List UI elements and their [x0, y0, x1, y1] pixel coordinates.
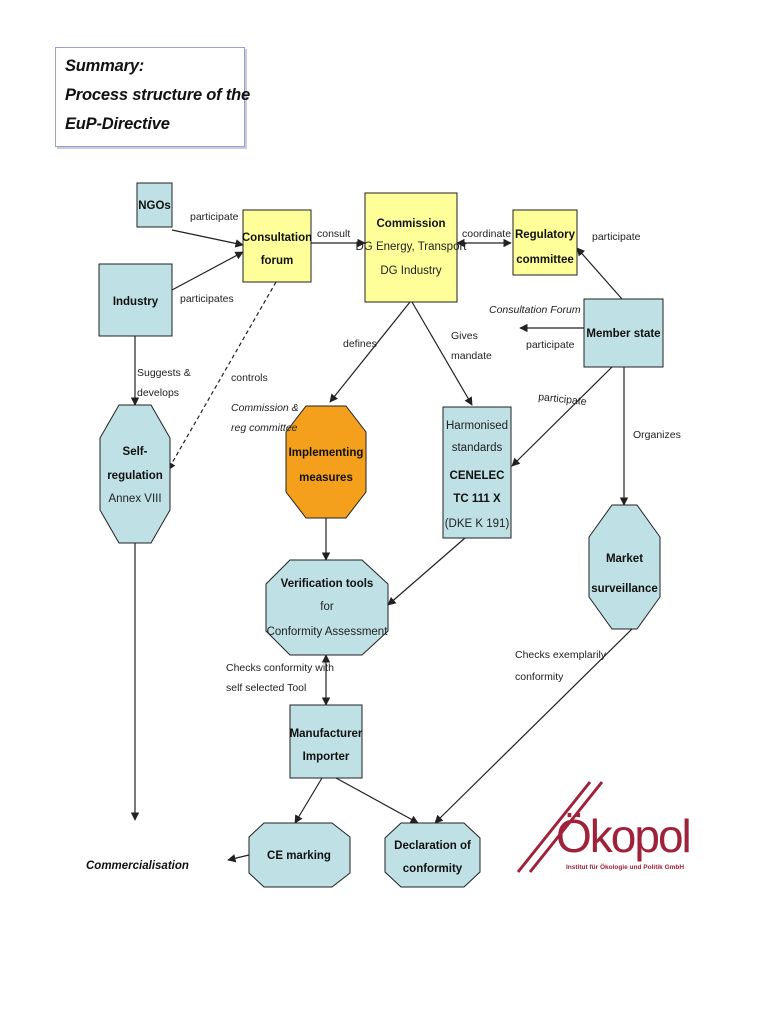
- verification-label-2: for: [320, 601, 334, 613]
- label-organizes: Organizes: [633, 429, 681, 441]
- label-defines: defines: [343, 338, 377, 350]
- verification-label-1: Verification tools: [281, 578, 374, 590]
- standards-label-4: TC 111 X: [453, 493, 501, 505]
- label-suggests-2: develops: [137, 387, 179, 399]
- commission-label-1: Commission: [376, 218, 445, 230]
- okopol-logo: Ökopol Institut für Ökologie und Politik…: [516, 781, 692, 873]
- title-line-2: Process structure of the: [65, 86, 251, 104]
- edge-forum-selfreg: [167, 281, 277, 471]
- label-consultation-forum: Consultation Forum: [489, 304, 581, 316]
- node-regulatory-committee: Regulatory committee: [512, 209, 578, 276]
- market-label-2: surveillance: [591, 583, 657, 595]
- node-implementing-measures: Implementing measures: [285, 405, 367, 519]
- industry-label: Industry: [113, 296, 159, 308]
- manufacturer-label-2: Importer: [303, 751, 350, 763]
- member-state-label: Member state: [586, 328, 660, 340]
- verification-label-3: Conformity Assessment: [267, 626, 389, 638]
- logo-wordmark: Ökopol: [556, 810, 690, 862]
- regulatory-label-2: committee: [516, 254, 574, 266]
- regulatory-label-1: Regulatory: [515, 229, 576, 241]
- label-consult: consult: [317, 228, 350, 240]
- node-verification-tools: Verification tools for Conformity Assess…: [265, 559, 389, 656]
- edge-member-standards: [511, 366, 613, 467]
- label-commission-reg-2: reg committee: [231, 422, 298, 434]
- node-ngos: NGOs: [136, 182, 173, 228]
- title-box: Summary: Process structure of the EuP-Di…: [55, 47, 250, 147]
- logo-subtitle: Institut für Ökologie und Politik GmbH: [566, 862, 684, 871]
- node-ce-marking: CE marking: [248, 822, 351, 888]
- node-member-state: Member state: [583, 298, 664, 368]
- standards-label-5: (DKE K 191): [445, 518, 510, 530]
- node-industry: Industry: [98, 263, 173, 337]
- ngos-label: NGOs: [138, 200, 171, 212]
- label-checks-exemplarily-2: conformity: [515, 671, 564, 683]
- title-line-1: Summary:: [65, 57, 145, 75]
- label-checks-conformity-1: Checks conformity with: [226, 662, 334, 674]
- title-line-3: EuP-Directive: [65, 115, 170, 133]
- node-consultation-forum: Consultation forum: [242, 209, 312, 283]
- node-declaration: Declaration of conformity: [384, 822, 481, 888]
- label-coordinate: coordinate: [462, 228, 511, 240]
- standards-label-2: standards: [452, 442, 503, 454]
- commercialisation-label: Commercialisation: [86, 860, 189, 872]
- forum-label-1: Consultation: [242, 232, 312, 244]
- edge-industry-forum: [171, 251, 244, 291]
- selfreg-label-3: Annex VIII: [108, 493, 161, 505]
- node-manufacturer: Manufacturer Importer: [289, 704, 363, 779]
- forum-label-2: forum: [261, 255, 294, 267]
- selfreg-label-1: Self-: [123, 446, 148, 458]
- edge-ngos-forum: [171, 229, 244, 248]
- edge-member-regulatory: [576, 247, 623, 300]
- node-commission: Commission DG Energy, Transport DG Indus…: [356, 192, 468, 303]
- implementing-label-2: measures: [299, 472, 353, 484]
- edge-market-declaration: [434, 628, 633, 824]
- edge-labels: participate participates consult coordin…: [137, 211, 681, 694]
- selfreg-label-2: regulation: [107, 470, 163, 482]
- label-gives-mandate-2: mandate: [451, 350, 492, 362]
- ce-marking-label: CE marking: [267, 850, 331, 862]
- manufacturer-label-1: Manufacturer: [290, 728, 363, 740]
- label-checks-conformity-2: self selected Tool: [226, 682, 306, 694]
- declaration-label-2: conformity: [403, 863, 463, 875]
- declaration-label-1: Declaration of: [394, 840, 471, 852]
- standards-label-1: Harmonised: [446, 420, 508, 432]
- node-harmonised-standards: Harmonised standards CENELEC TC 111 X (D…: [442, 406, 512, 539]
- label-ngos-participate: participate: [190, 211, 239, 223]
- node-market-surveillance: Market surveillance: [588, 504, 661, 630]
- label-suggests-1: Suggests &: [137, 367, 191, 379]
- edge-manufacturer-ce: [294, 777, 323, 824]
- edge-ce-commercialisation: [227, 854, 250, 863]
- commission-label-3: DG Industry: [380, 265, 442, 277]
- edges: [130, 229, 633, 863]
- commission-label-2: DG Energy, Transport: [356, 241, 468, 253]
- label-member-participate-reg: participate: [592, 231, 641, 243]
- edge-commission-implementing: [329, 301, 411, 403]
- edge-manufacturer-declaration: [335, 777, 419, 824]
- label-checks-exemplarily-1: Checks exemplarily: [515, 649, 607, 661]
- label-commission-reg-1: Commission &: [231, 402, 299, 414]
- edge-commission-standards: [411, 301, 473, 406]
- node-self-regulation: Self- regulation Annex VIII: [99, 404, 171, 544]
- label-member-participate-std: participate: [538, 391, 588, 408]
- label-member-participate-forum: participate: [526, 339, 575, 351]
- edge-standards-verification: [387, 537, 466, 606]
- label-gives-mandate-1: Gives: [451, 330, 478, 342]
- label-controls: controls: [231, 372, 268, 384]
- implementing-label-1: Implementing: [289, 447, 364, 459]
- label-industry-participates: participates: [180, 293, 234, 305]
- standards-label-3: CENELEC: [450, 470, 505, 482]
- market-label-1: Market: [606, 553, 643, 565]
